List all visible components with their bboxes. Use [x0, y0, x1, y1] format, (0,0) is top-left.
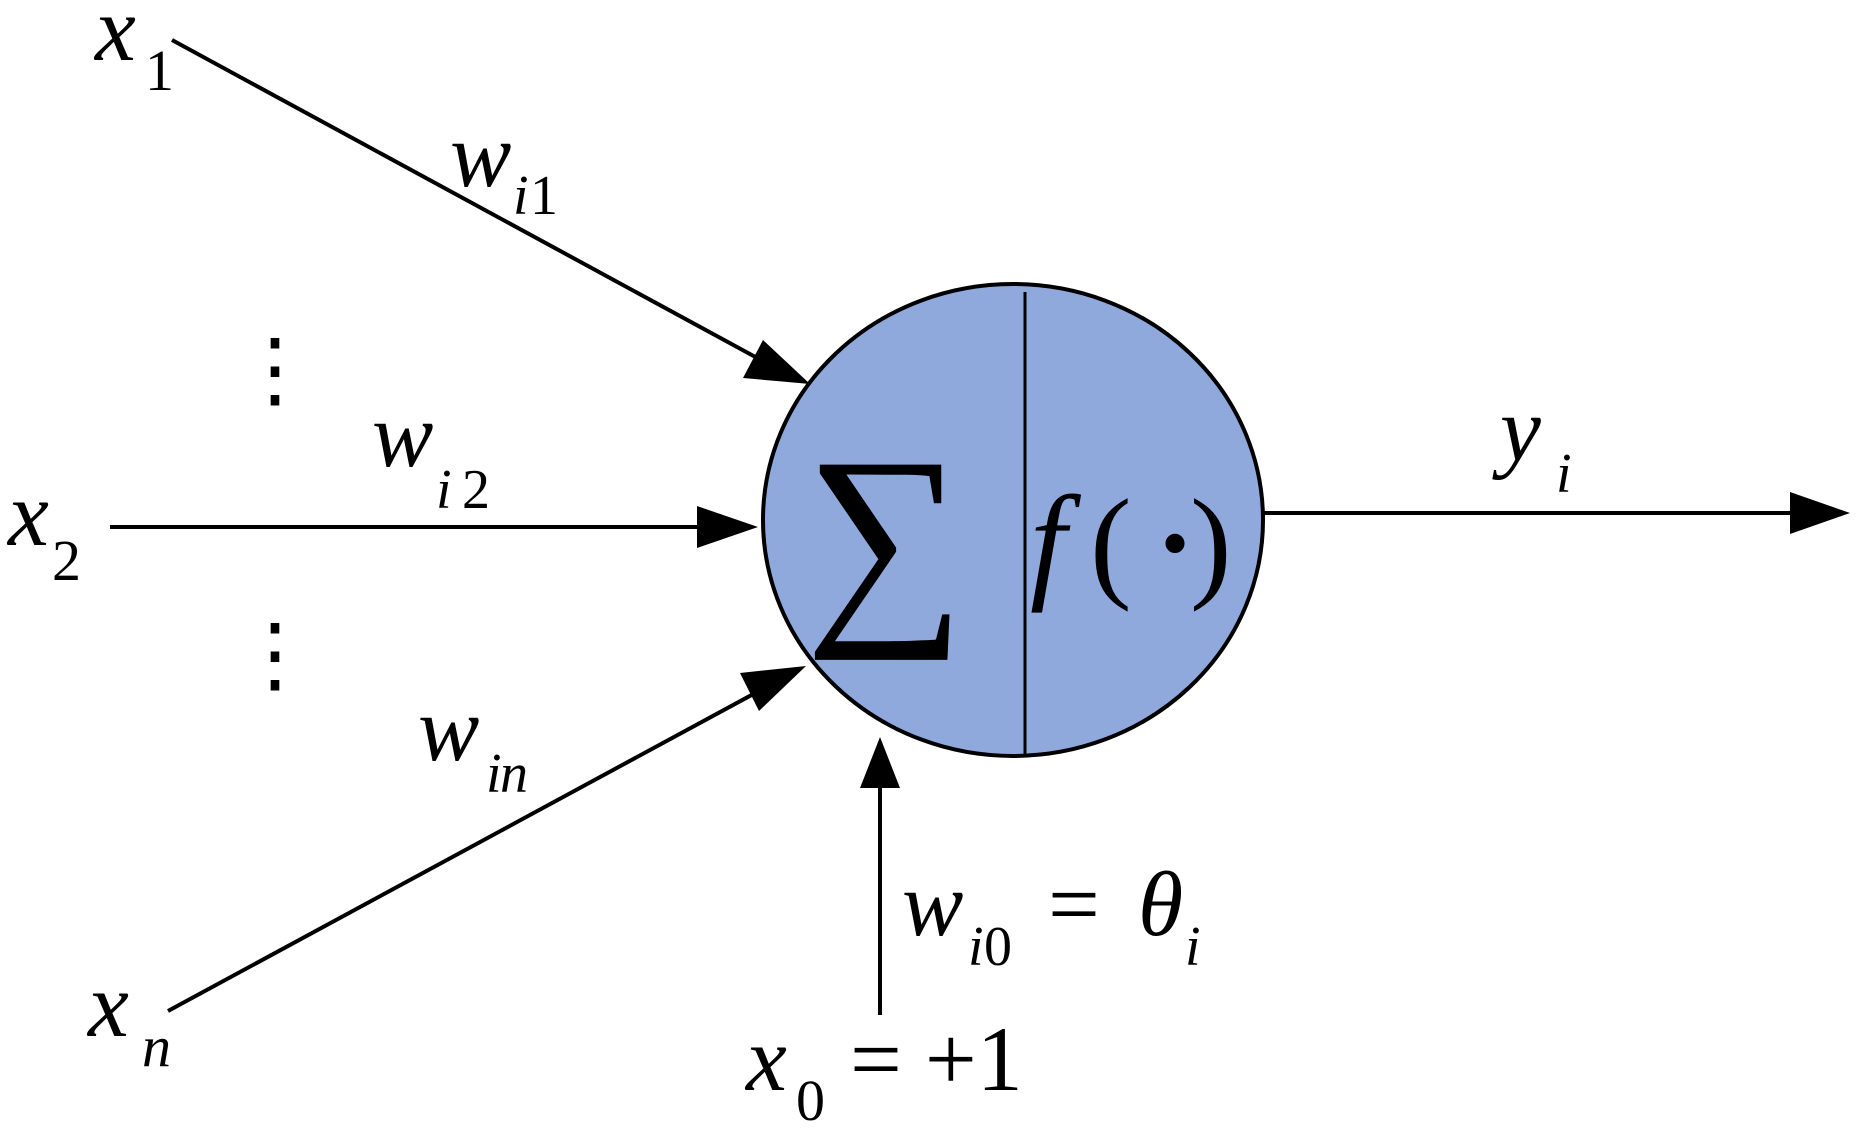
- svg-text:i: i: [1556, 443, 1572, 505]
- input-edge-x2: [110, 506, 758, 548]
- label-output: y i: [1492, 378, 1572, 505]
- svg-text:x: x: [86, 954, 129, 1056]
- arrowhead-x2: [697, 506, 758, 548]
- svg-text:1: 1: [530, 165, 558, 227]
- label-wn: w i n: [418, 678, 528, 805]
- svg-text:y: y: [1492, 378, 1541, 480]
- svg-text:w: w: [372, 384, 433, 486]
- svg-text:0: 0: [796, 1068, 825, 1131]
- svg-text:w: w: [902, 853, 963, 955]
- neuron-body: [761, 282, 1265, 758]
- svg-text:x: x: [744, 1008, 787, 1110]
- svg-text:=: =: [1048, 853, 1100, 955]
- label-xn: x n: [86, 954, 171, 1079]
- svg-text:n: n: [500, 743, 528, 805]
- svg-text:θ: θ: [1138, 853, 1183, 955]
- label-x1: x 1: [93, 0, 174, 103]
- summation-symbol: ∑: [805, 411, 965, 661]
- activation-open-paren: (: [1090, 475, 1132, 613]
- svg-text:i: i: [513, 165, 529, 227]
- svg-text:i: i: [1185, 916, 1201, 978]
- ellipsis-upper: ⋮: [233, 324, 317, 417]
- label-w1: w i 1: [450, 104, 558, 227]
- arrowhead-bias: [860, 737, 900, 788]
- svg-text:i: i: [486, 743, 502, 805]
- svg-text:w: w: [418, 678, 479, 780]
- bias-edge: [860, 737, 900, 1015]
- svg-text:1: 1: [145, 38, 174, 103]
- svg-text:= +1: = +1: [850, 1008, 1023, 1110]
- svg-text:i: i: [968, 916, 984, 978]
- ellipsis-lower: ⋮: [233, 609, 317, 702]
- arrowhead-x1: [743, 340, 810, 384]
- svg-text:n: n: [142, 1014, 171, 1079]
- neuron: ∑ f ( • ): [761, 282, 1265, 758]
- activation-dot: •: [1161, 500, 1189, 588]
- label-x2: x 2: [6, 463, 81, 593]
- svg-text:x: x: [6, 463, 49, 565]
- arrowhead-output: [1790, 492, 1850, 534]
- activation-function: f ( • ): [1030, 470, 1232, 614]
- input-edge-xn: [167, 666, 806, 1013]
- svg-text:2: 2: [52, 528, 81, 593]
- svg-text:x: x: [93, 0, 136, 80]
- output-edge: [1263, 492, 1850, 534]
- label-x0: x 0 = +1: [744, 1008, 1023, 1131]
- label-w2: w i 2: [372, 384, 490, 521]
- svg-text:2: 2: [462, 459, 490, 521]
- svg-text:0: 0: [984, 916, 1012, 978]
- input-edge-x1: [171, 38, 810, 384]
- activation-close-paren: ): [1190, 475, 1232, 613]
- arrowhead-xn: [740, 666, 806, 711]
- svg-text:w: w: [450, 104, 511, 206]
- svg-text:i: i: [436, 459, 452, 521]
- label-w0: w i 0 = θ i: [902, 853, 1201, 978]
